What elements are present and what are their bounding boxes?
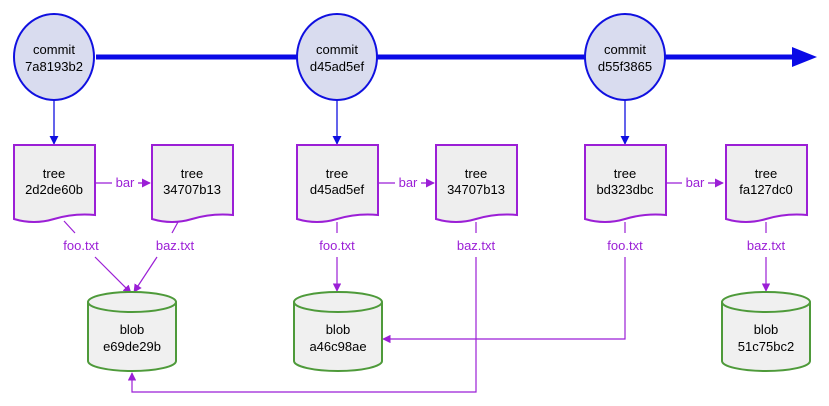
- tree-4-label: tree: [465, 166, 487, 181]
- blob-1-hash: e69de29b: [103, 339, 161, 354]
- blob-2-hash: a46c98ae: [309, 339, 366, 354]
- tree-6-hash: fa127dc0: [739, 182, 793, 197]
- blob-1-label: blob: [120, 322, 145, 337]
- tree-5-label: tree: [614, 166, 636, 181]
- commit-1-hash: 7a8193b2: [25, 59, 83, 74]
- tree-node-4: tree 34707b13: [435, 144, 518, 223]
- tree-6-label: tree: [755, 166, 777, 181]
- tree-3-hash: d45ad5ef: [310, 182, 365, 197]
- commit-2-hash: d45ad5ef: [310, 59, 365, 74]
- commit-tree-edges: [49, 100, 630, 145]
- blob-3-hash: 51c75bc2: [738, 339, 794, 354]
- tree-node-3: tree d45ad5ef: [296, 144, 379, 223]
- tree-5-hash: bd323dbc: [596, 182, 654, 197]
- edge-label-baz-3: baz.txt: [747, 238, 786, 253]
- commit-3-hash: d55f3865: [598, 59, 652, 74]
- edge-label-baz-1: baz.txt: [156, 238, 195, 253]
- commit-timeline: [96, 47, 817, 67]
- tree-1-hash: 2d2de60b: [25, 182, 83, 197]
- edge-label-bar-1: bar: [116, 175, 135, 190]
- blob-node-2: blob a46c98ae: [293, 291, 383, 372]
- commit-3-label: commit: [604, 42, 646, 57]
- edge-label-bar-3: bar: [686, 175, 705, 190]
- tree-blob-edges: [63, 220, 771, 393]
- tree-node-5: tree bd323dbc: [584, 144, 667, 223]
- tree-1-label: tree: [43, 166, 65, 181]
- commit-node-3: commit d55f3865: [584, 13, 666, 101]
- commit-node-2: commit d45ad5ef: [296, 13, 378, 101]
- tree-2-label: tree: [181, 166, 203, 181]
- commit-1-label: commit: [33, 42, 75, 57]
- blob-2-label: blob: [326, 322, 351, 337]
- timeline-arrowhead: [792, 47, 817, 67]
- edge-label-foo-2: foo.txt: [319, 238, 355, 253]
- blob-3-label: blob: [754, 322, 779, 337]
- tree-4-hash: 34707b13: [447, 182, 505, 197]
- tree-node-1: tree 2d2de60b: [13, 144, 96, 223]
- commit-2-label: commit: [316, 42, 358, 57]
- edge-label-foo-1: foo.txt: [63, 238, 99, 253]
- tree-2-hash: 34707b13: [163, 182, 221, 197]
- commit-node-1: commit 7a8193b2: [13, 13, 95, 101]
- blob-node-3: blob 51c75bc2: [721, 291, 811, 372]
- tree-3-label: tree: [326, 166, 348, 181]
- edge-label-foo-3: foo.txt: [607, 238, 643, 253]
- tree-node-6: tree fa127dc0: [725, 144, 808, 223]
- tree-node-2: tree 34707b13: [151, 144, 234, 223]
- blob-node-1: blob e69de29b: [87, 291, 177, 372]
- edge-label-bar-2: bar: [399, 175, 418, 190]
- edge-labels: bar bar bar foo.txt baz.txt foo.txt baz.…: [63, 175, 785, 253]
- edge-label-baz-2: baz.txt: [457, 238, 496, 253]
